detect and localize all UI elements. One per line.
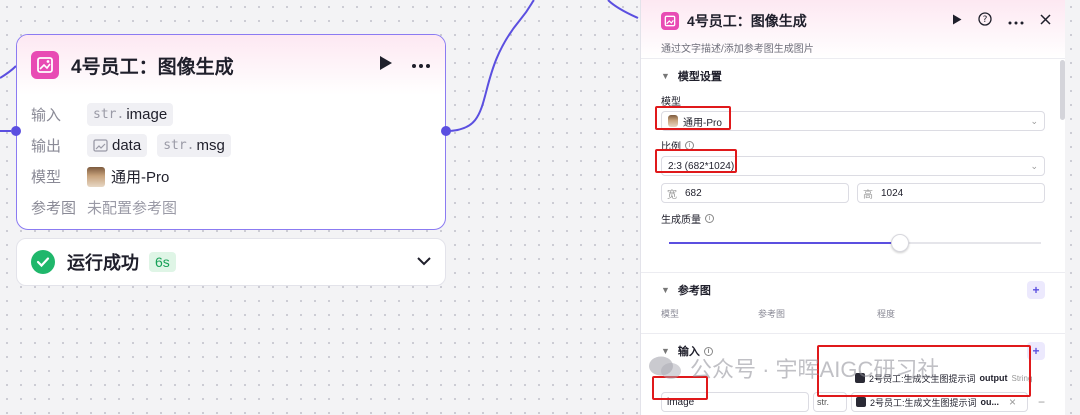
output-port[interactable] <box>441 126 451 136</box>
image-gen-node[interactable]: 4号员工：图像生成 输入 str. image 输出 data str <box>16 34 446 230</box>
width-input[interactable]: 宽 682 <box>661 183 849 203</box>
reference-header[interactable]: ▼ 参考图 + <box>661 273 1045 307</box>
svg-text:?: ? <box>983 15 988 25</box>
scrollbar[interactable] <box>1060 60 1065 120</box>
input-header[interactable]: ▼ 输入 i + <box>661 334 1045 368</box>
input-ref-select-1[interactable]: 2号员工:生成文生图提示词 output String <box>851 368 1045 388</box>
input-label: 输入 <box>31 107 62 124</box>
more-icon[interactable] <box>1008 12 1024 30</box>
model-select[interactable]: 通用-Pro ⌄ <box>661 111 1045 131</box>
chevron-down-icon[interactable]: ▼ <box>661 346 670 356</box>
input-section: ▼ 输入 i + 2号员工:生成文生图提示词 output String ima… <box>641 334 1065 412</box>
help-icon[interactable]: ? <box>978 11 992 31</box>
model-settings-header[interactable]: ▼ 模型设置 <box>661 71 722 83</box>
chevron-down-icon[interactable]: ▼ <box>661 285 670 295</box>
info-icon[interactable]: i <box>703 346 713 356</box>
input-ref-select-2[interactable]: 2号员工:生成文生图提示词 ou... × <box>851 392 1028 412</box>
model-value: 通用-Pro <box>111 169 170 186</box>
model-settings-section: ▼ 模型设置 模型 通用-Pro ⌄ 比例 i 2:3 (682*1024) ⌄… <box>641 59 1065 252</box>
node-input-row: 输入 str. image <box>31 99 445 130</box>
highlight-input-ref <box>817 345 1031 397</box>
panel-header: 4号员工：图像生成 ? 通过文字描述/添加参考图生成图片 <box>641 0 1065 58</box>
run-status-card[interactable]: 运行成功 6s <box>16 238 446 286</box>
run-icon[interactable] <box>952 12 962 30</box>
model-avatar <box>87 166 105 187</box>
chevron-down-icon: ⌄ <box>1030 115 1038 126</box>
model-label: 模型 <box>31 169 62 186</box>
chevron-down-icon[interactable]: ▼ <box>661 71 670 81</box>
height-input[interactable]: 高 1024 <box>857 183 1045 203</box>
node-output-row: 输出 data str. msg <box>31 130 445 161</box>
chevron-down-icon: ⌄ <box>1030 160 1038 171</box>
info-icon[interactable]: i <box>705 214 714 223</box>
node-icon <box>856 397 866 407</box>
remove-input-icon[interactable]: − <box>1037 395 1045 409</box>
node-icon <box>855 373 865 383</box>
quality-field-label: 生成质量 i <box>661 211 1045 226</box>
input-row-1: 2号员工:生成文生图提示词 output String <box>661 368 1045 388</box>
highlight-input-var <box>652 376 708 400</box>
node-ref-row: 参考图 未配置参考图 <box>31 192 445 223</box>
clear-icon[interactable]: × <box>1009 395 1017 409</box>
image-gen-icon <box>31 51 59 79</box>
input-chip: str. image <box>87 103 174 126</box>
model-avatar <box>668 115 678 127</box>
input-port[interactable] <box>11 126 21 136</box>
ref-value: 未配置参考图 <box>87 200 178 217</box>
image-gen-icon <box>661 12 679 30</box>
quality-slider[interactable] <box>669 234 1041 252</box>
node-model-row: 模型 通用-Pro <box>31 161 445 192</box>
close-icon[interactable] <box>1040 12 1051 30</box>
image-type-icon <box>93 139 108 152</box>
ratio-select[interactable]: 2:3 (682*1024) ⌄ <box>661 156 1045 176</box>
input-var-name[interactable]: image <box>661 392 809 412</box>
node-config-panel: 4号员工：图像生成 ? 通过文字描述/添加参考图生成图片 ▼ 模型设置 模型 通… <box>640 0 1065 415</box>
more-icon[interactable] <box>411 56 431 74</box>
output-label: 输出 <box>31 138 62 155</box>
panel-title: 4号员工：图像生成 <box>687 13 807 29</box>
run-icon[interactable] <box>379 55 393 76</box>
output-chip-msg: str. msg <box>157 134 231 157</box>
ref-label: 参考图 <box>31 200 77 217</box>
add-input-button[interactable]: + <box>1027 342 1045 360</box>
panel-description: 通过文字描述/添加参考图生成图片 <box>661 44 814 55</box>
reference-section: ▼ 参考图 + 模型 参考图 程度 <box>641 273 1065 323</box>
input-row-2: image str. 2号员工:生成文生图提示词 ou... × − <box>661 392 1045 412</box>
output-chip-data: data <box>87 134 148 157</box>
reference-columns: 模型 参考图 程度 <box>661 309 896 319</box>
quality-slider-fill <box>669 242 900 244</box>
node-header: 4号员工：图像生成 <box>17 35 445 95</box>
duration-badge: 6s <box>149 252 176 272</box>
quality-slider-thumb[interactable] <box>890 234 909 252</box>
highlight-ratio <box>655 149 737 173</box>
chevron-down-icon[interactable] <box>417 253 431 271</box>
model-field-label: 模型 <box>661 97 681 108</box>
highlight-model <box>655 106 731 130</box>
node-title: 4号员工：图像生成 <box>71 56 234 78</box>
input-type-select[interactable]: str. <box>813 392 847 412</box>
status-text: 运行成功 <box>67 253 139 273</box>
add-reference-button[interactable]: + <box>1027 281 1045 299</box>
success-check-icon <box>31 250 55 274</box>
